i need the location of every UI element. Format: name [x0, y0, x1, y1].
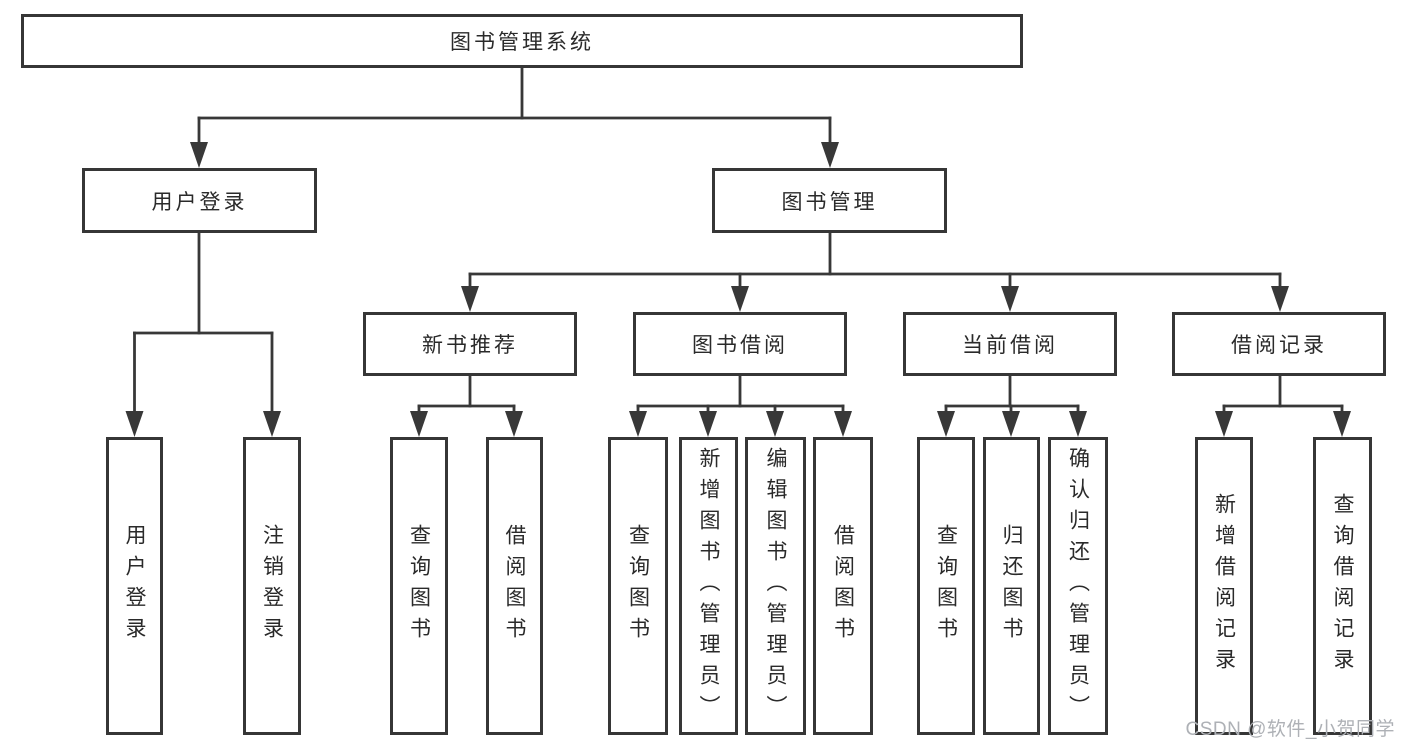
node-label: 当前借阅 — [962, 334, 1058, 357]
node-label: 图书借阅 — [692, 334, 788, 357]
leaf-label: 查询图书 — [934, 524, 958, 648]
leaf-return-book: 归还图书 — [983, 437, 1040, 735]
node-borrow-records: 借阅记录 — [1172, 312, 1386, 376]
leaf-label: 借阅图书 — [831, 524, 855, 648]
node-label: 图书管理 — [781, 190, 878, 214]
leaf-confirm-return-admin: 确认归还（管理员） — [1048, 437, 1108, 735]
leaf-label: 查询借阅记录 — [1331, 493, 1354, 679]
leaf-label: 归还图书 — [1000, 524, 1023, 648]
watermark: CSDN @软件_小贺同学 — [1185, 719, 1395, 740]
node-label: 新书推荐 — [422, 334, 518, 357]
leaf-label: 用户登录 — [123, 524, 146, 648]
leaf-borrow-book: 借阅图书 — [813, 437, 873, 735]
leaf-query-book-recommend: 查询图书 — [390, 437, 448, 735]
node-label: 借阅记录 — [1231, 334, 1327, 357]
leaf-logout: 注销登录 — [243, 437, 301, 735]
node-book-borrow: 图书借阅 — [633, 312, 847, 376]
node-library-system: 图书管理系统 — [21, 14, 1023, 68]
leaf-label: 注销登录 — [260, 524, 284, 648]
leaf-query-book-borrow: 查询图书 — [608, 437, 668, 735]
leaf-label: 确认归还（管理员） — [1066, 446, 1090, 726]
node-label: 用户登录 — [151, 190, 248, 214]
leaf-label: 查询图书 — [407, 524, 431, 648]
leaf-label: 新增图书（管理员） — [697, 446, 720, 726]
leaf-query-book-current: 查询图书 — [917, 437, 975, 735]
node-label: 图书管理系统 — [450, 31, 594, 54]
node-user-login: 用户登录 — [82, 168, 317, 233]
leaf-user-login: 用户登录 — [106, 437, 163, 735]
leaf-edit-book-admin: 编辑图书（管理员） — [745, 437, 806, 735]
leaf-label: 新增借阅记录 — [1212, 493, 1236, 679]
leaf-add-borrow-record: 新增借阅记录 — [1195, 437, 1253, 735]
node-new-book-recommend: 新书推荐 — [363, 312, 577, 376]
leaf-label: 查询图书 — [626, 524, 650, 648]
node-current-borrow: 当前借阅 — [903, 312, 1117, 376]
leaf-query-borrow-record: 查询借阅记录 — [1313, 437, 1372, 735]
leaf-label: 借阅图书 — [503, 524, 526, 648]
node-book-management: 图书管理 — [712, 168, 947, 233]
leaf-add-book-admin: 新增图书（管理员） — [679, 437, 738, 735]
leaf-borrow-book-recommend: 借阅图书 — [486, 437, 543, 735]
leaf-label: 编辑图书（管理员） — [764, 446, 787, 726]
